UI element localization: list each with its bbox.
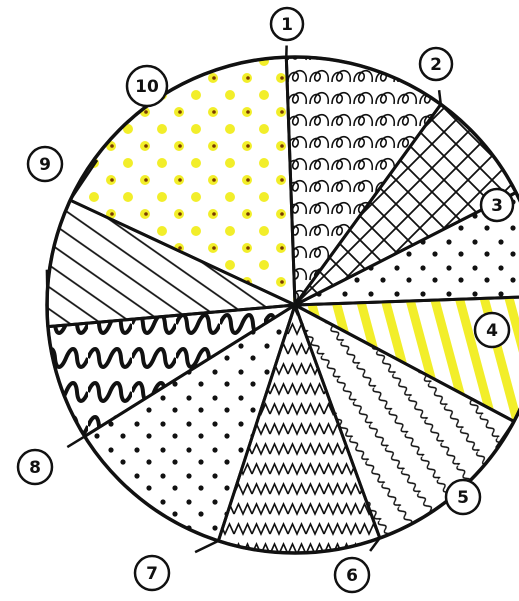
label-number: 7 — [146, 564, 158, 584]
segment-label-9: 9 — [28, 147, 62, 181]
label-connector — [67, 436, 84, 447]
label-number: 1 — [281, 15, 293, 35]
circle-segments — [47, 46, 519, 554]
label-number: 6 — [346, 566, 358, 586]
label-number: 8 — [29, 458, 41, 478]
segment-label-10: 10 — [127, 66, 167, 106]
label-connector — [439, 90, 441, 104]
segment-label-6: 6 — [335, 558, 369, 592]
segment-label-5: 5 — [446, 480, 480, 514]
label-number: 2 — [430, 55, 442, 75]
label-number: 4 — [486, 321, 498, 341]
segment-label-7: 7 — [135, 556, 169, 590]
label-connector — [195, 541, 218, 552]
label-number: 10 — [135, 77, 159, 97]
segment-label-3: 3 — [481, 189, 513, 221]
label-number: 5 — [457, 488, 469, 508]
segment-label-8: 8 — [18, 450, 52, 484]
label-number: 3 — [491, 196, 503, 216]
label-number: 9 — [39, 155, 51, 175]
label-connector — [47, 270, 48, 327]
segment-label-4: 4 — [475, 313, 509, 347]
segment-label-2: 2 — [420, 48, 452, 80]
segment-label-1: 1 — [271, 8, 303, 40]
